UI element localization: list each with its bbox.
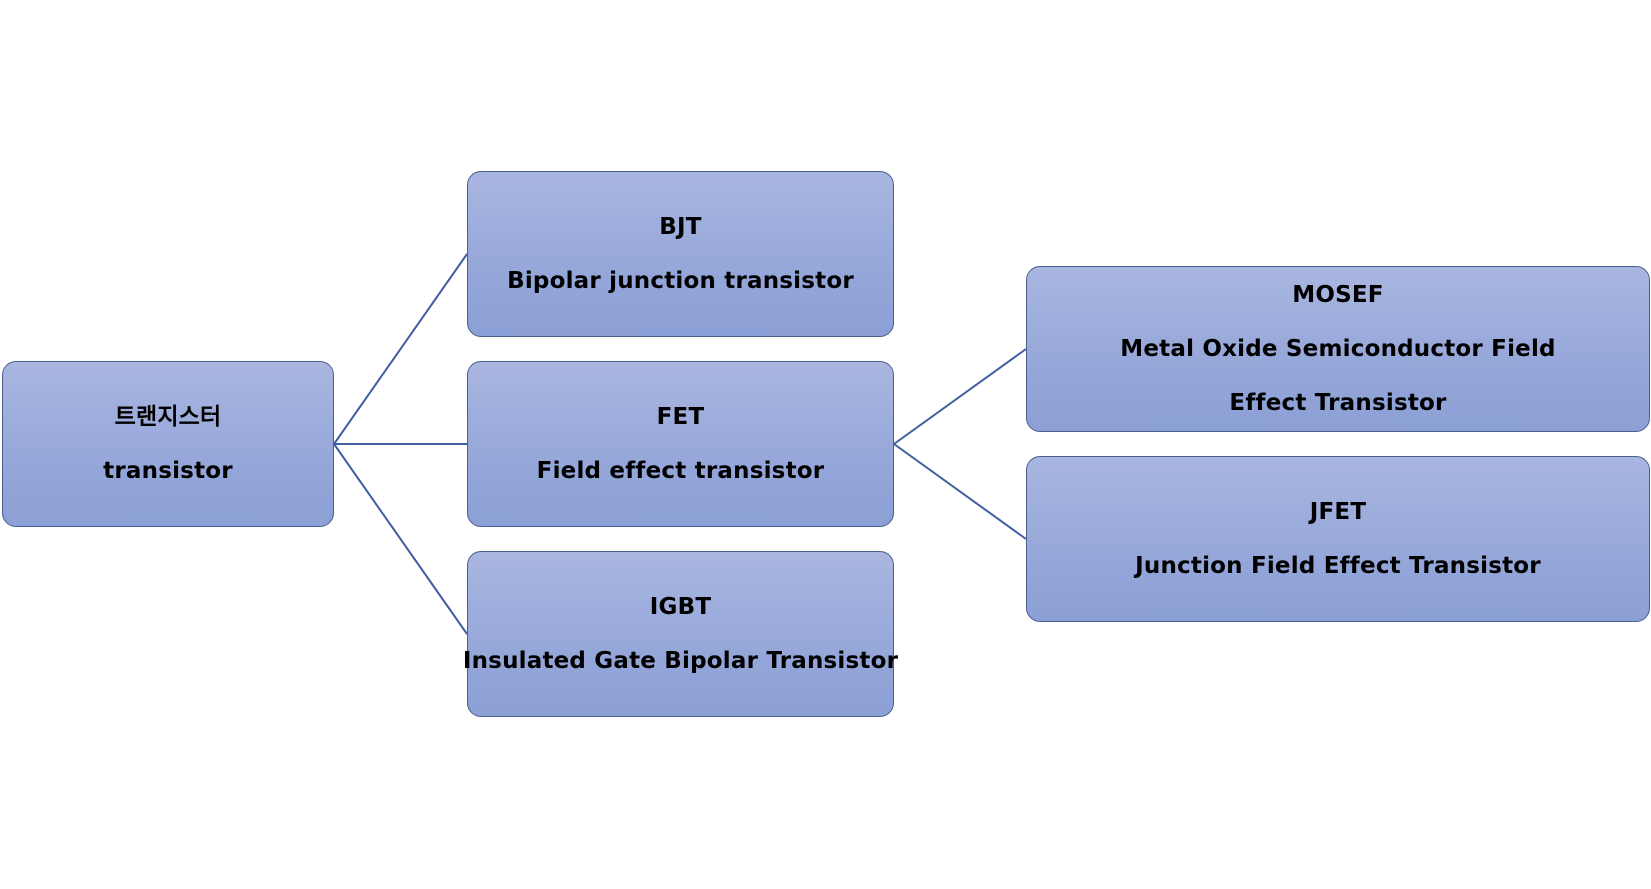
connector-fet-jfet	[893, 443, 1027, 540]
node-mosef-abbr: MOSEF	[1292, 282, 1384, 308]
connector-root-bjt	[333, 253, 468, 445]
node-igbt-abbr: IGBT	[649, 594, 712, 620]
connector-fet-mosef	[893, 348, 1027, 445]
node-jfet-name: Junction Field Effect Transistor	[1135, 553, 1541, 579]
node-mosef-name: Metal Oxide Semiconductor Field Effect T…	[1120, 336, 1556, 416]
node-igbt-name: Insulated Gate Bipolar Transistor	[462, 648, 899, 674]
connector-root-igbt	[333, 443, 468, 635]
node-transistor: 트랜지스터 transistor	[2, 361, 334, 527]
node-fet-name: Field effect transistor	[536, 458, 825, 484]
node-fet: FET Field effect transistor	[467, 361, 894, 527]
node-transistor-label: transistor	[103, 458, 233, 484]
node-jfet: JFET Junction Field Effect Transistor	[1026, 456, 1650, 622]
node-jfet-abbr: JFET	[1309, 499, 1367, 525]
node-igbt: IGBT Insulated Gate Bipolar Transistor	[463, 551, 898, 717]
node-bjt: BJT Bipolar junction transistor	[467, 171, 894, 337]
node-transistor-korean-label: 트랜지스터	[114, 404, 222, 430]
node-mosef: MOSEF Metal Oxide Semiconductor Field Ef…	[1026, 266, 1650, 432]
node-bjt-abbr: BJT	[659, 214, 702, 240]
node-bjt-name: Bipolar junction transistor	[507, 268, 854, 294]
node-fet-abbr: FET	[656, 404, 705, 430]
